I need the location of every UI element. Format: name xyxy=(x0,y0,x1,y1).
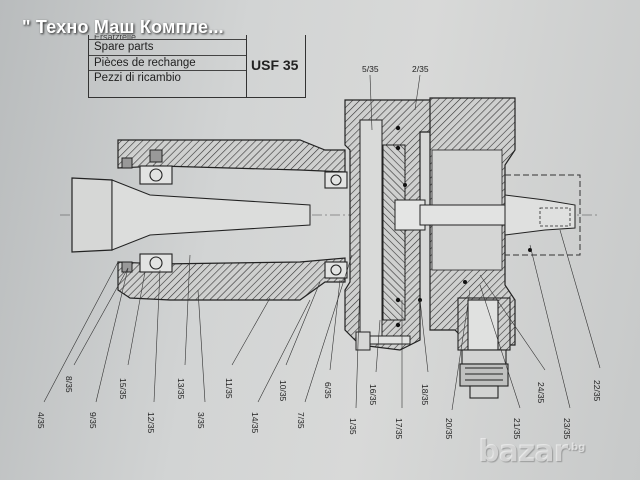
spindle-nose xyxy=(71,177,113,253)
listing-title[interactable]: " Техно Маш Компле... xyxy=(22,17,224,37)
part-label: 20/35 xyxy=(444,418,454,440)
part-label: 6/35 xyxy=(323,382,333,399)
part-label: 11/35 xyxy=(224,378,234,399)
lower-housing xyxy=(117,257,346,301)
part-label: 12/35 xyxy=(146,412,156,434)
part-label: 9/35 xyxy=(88,412,98,429)
part-label: 5/35 xyxy=(362,64,379,74)
watermark-tld: .bg xyxy=(567,442,586,453)
part-label: 3/35 xyxy=(196,412,206,429)
part-label: 1/35 xyxy=(348,418,358,435)
leader-lines xyxy=(43,74,601,411)
part-label: 4/35 xyxy=(36,412,46,429)
title-line: Pièces de rechange xyxy=(89,56,246,71)
part-label: 16/35 xyxy=(368,384,378,406)
part-labels-top: 5/35 2/35 xyxy=(362,64,429,74)
site-watermark: bazar.bg xyxy=(478,434,585,469)
model-code: USF 35 xyxy=(251,57,299,73)
title-line: Ersatzteile xyxy=(89,35,246,40)
part-label: 23/35 xyxy=(562,418,572,440)
part-label: 8/35 xyxy=(64,376,74,393)
part-label: 14/35 xyxy=(250,412,260,434)
tail-shaft xyxy=(505,174,581,256)
title-line: Spare parts xyxy=(89,40,246,56)
part-label: 7/35 xyxy=(296,412,306,429)
part-label: 13/35 xyxy=(176,378,186,400)
part-label: 2/35 xyxy=(412,64,429,74)
title-line: Pezzi di ricambio xyxy=(94,72,181,84)
part-label: 10/35 xyxy=(278,380,288,402)
part-label: 22/35 xyxy=(592,380,602,402)
bottom-fitting xyxy=(457,297,511,399)
part-label: 24/35 xyxy=(536,382,546,404)
part-labels-bottom: 8/35 15/35 13/35 11/35 10/35 6/35 16/35 … xyxy=(36,376,602,440)
part-label: 18/35 xyxy=(420,384,430,406)
part-label: 17/35 xyxy=(394,418,404,440)
watermark-brand: bazar xyxy=(478,434,568,469)
part-label: 15/35 xyxy=(118,378,128,400)
part-label: 21/35 xyxy=(512,418,522,440)
title-block-lines: Ersatzteile Spare parts Pièces de rechan… xyxy=(89,35,247,97)
title-block: Ersatzteile Spare parts Pièces de rechan… xyxy=(88,35,306,98)
